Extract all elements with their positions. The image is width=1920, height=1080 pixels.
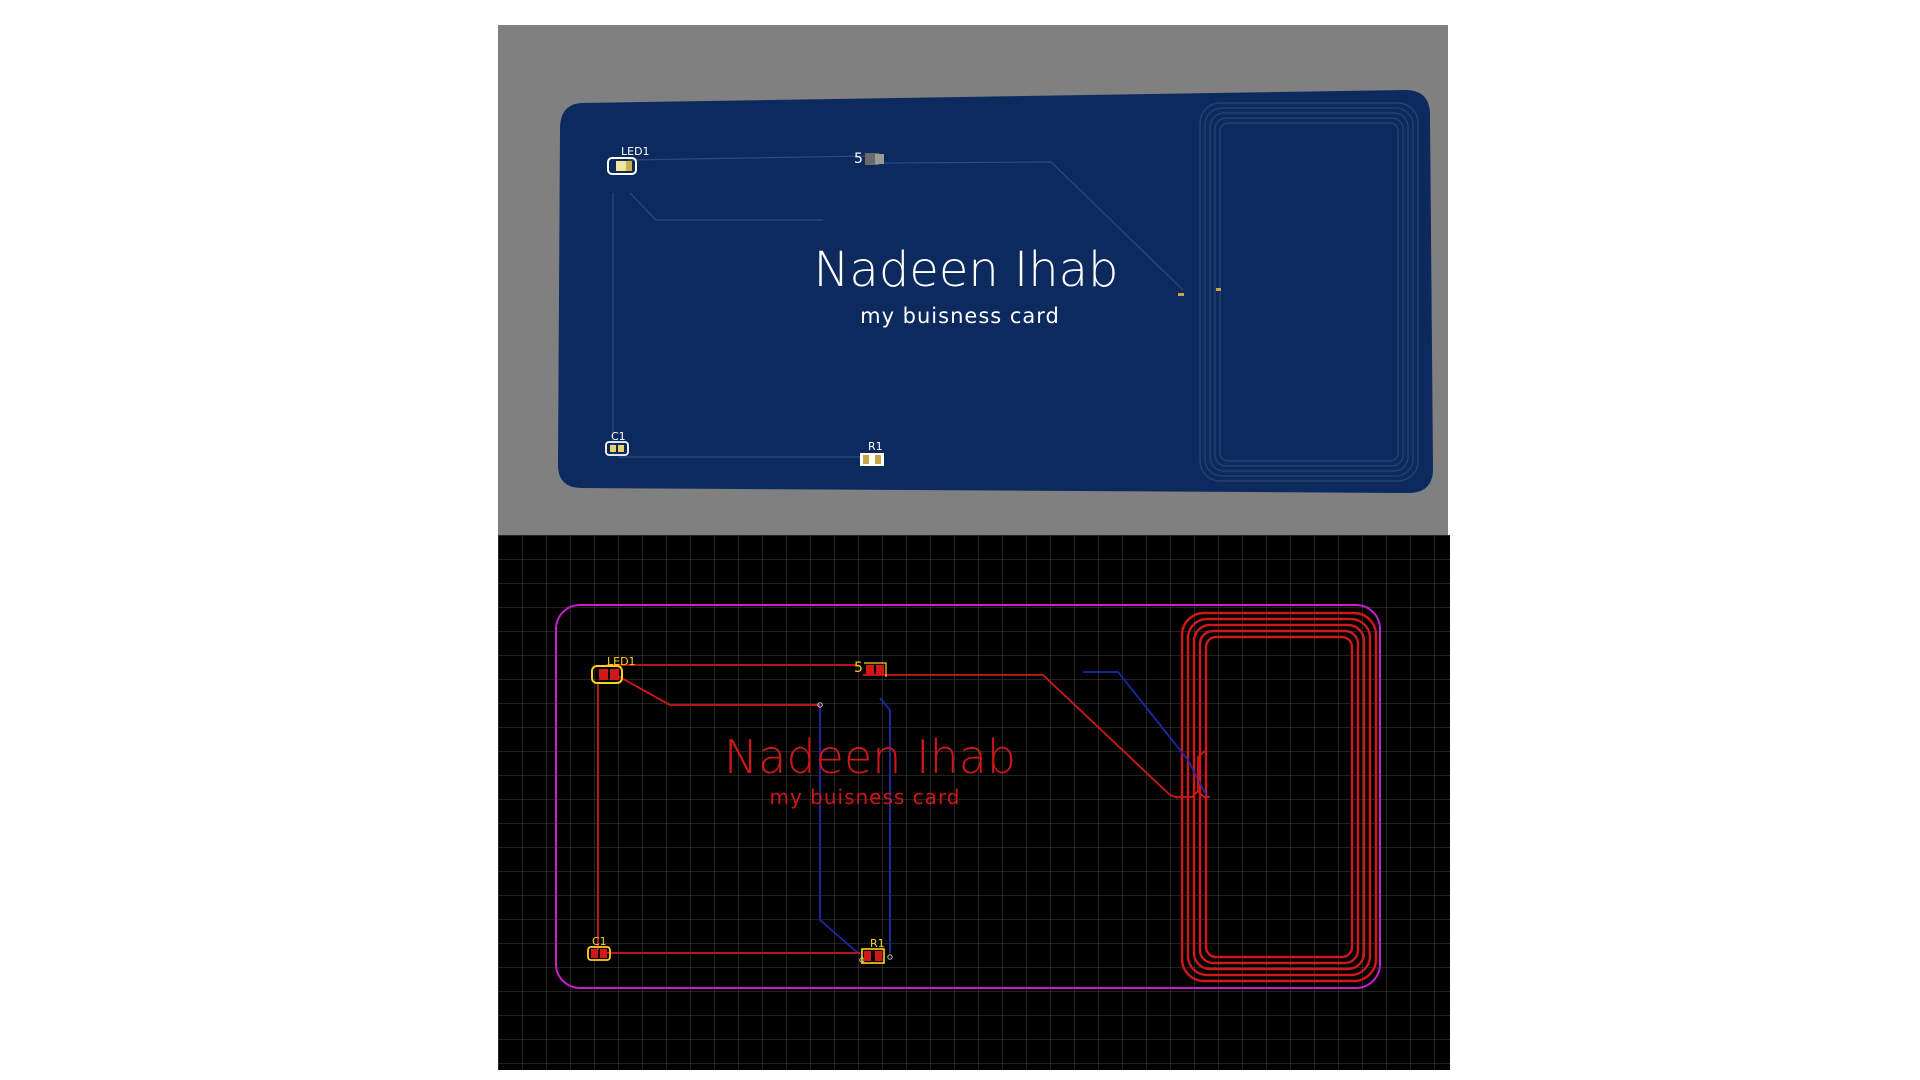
switch-footprint: 5 [854, 660, 887, 677]
traces-3d [612, 155, 1184, 458]
pcb-3d-render-view: LED1 5 C1 R1 Nadeen Ihab my buisn [498, 25, 1448, 535]
r1-label: R1 [870, 937, 885, 950]
bottom-copper-traces [819, 671, 1207, 954]
layout-grid [498, 535, 1450, 1070]
r1-footprint: R1 [861, 937, 885, 964]
c1-label: C1 [592, 935, 607, 948]
coil-feed-pads-3d [1178, 288, 1221, 296]
board-subtitle-layout: my buisness card [769, 785, 960, 809]
pcb-2d-layout-view: LED1 5 C1 R1 Nadeen Ihab m [498, 535, 1450, 1070]
board-title-layout: Nadeen Ihab [724, 730, 1016, 784]
switch-label-3d: 5 [854, 151, 863, 167]
switch-label: 5 [854, 660, 863, 676]
c1-label-3d: C1 [611, 430, 626, 443]
pcb-board-3d [558, 89, 1433, 494]
c1-3d: C1 [605, 430, 629, 456]
top-copper-traces [597, 664, 1179, 954]
coil-feed-junction [1176, 749, 1210, 798]
board-subtitle-3d: my buisness card [860, 304, 1060, 328]
switch-3d: 5 [854, 151, 884, 167]
r1-3d: R1 [860, 440, 884, 466]
led1-label: LED1 [607, 655, 636, 668]
r1-label-3d: R1 [868, 440, 883, 453]
c1-footprint: C1 [587, 935, 611, 961]
nfc-antenna-coil-3d [1199, 102, 1419, 482]
pcb-2d-layout-canvas: LED1 5 C1 R1 Nadeen Ihab m [498, 535, 1450, 1070]
led1-footprint: LED1 [591, 655, 636, 684]
board-title-3d: Nadeen Ihab [814, 242, 1119, 298]
led1-label-3d: LED1 [621, 145, 650, 158]
pcb-3d-render-canvas: LED1 5 C1 R1 Nadeen Ihab my buisn [558, 89, 1433, 494]
led1-3d: LED1 [607, 145, 650, 175]
board-outline [555, 604, 1381, 989]
